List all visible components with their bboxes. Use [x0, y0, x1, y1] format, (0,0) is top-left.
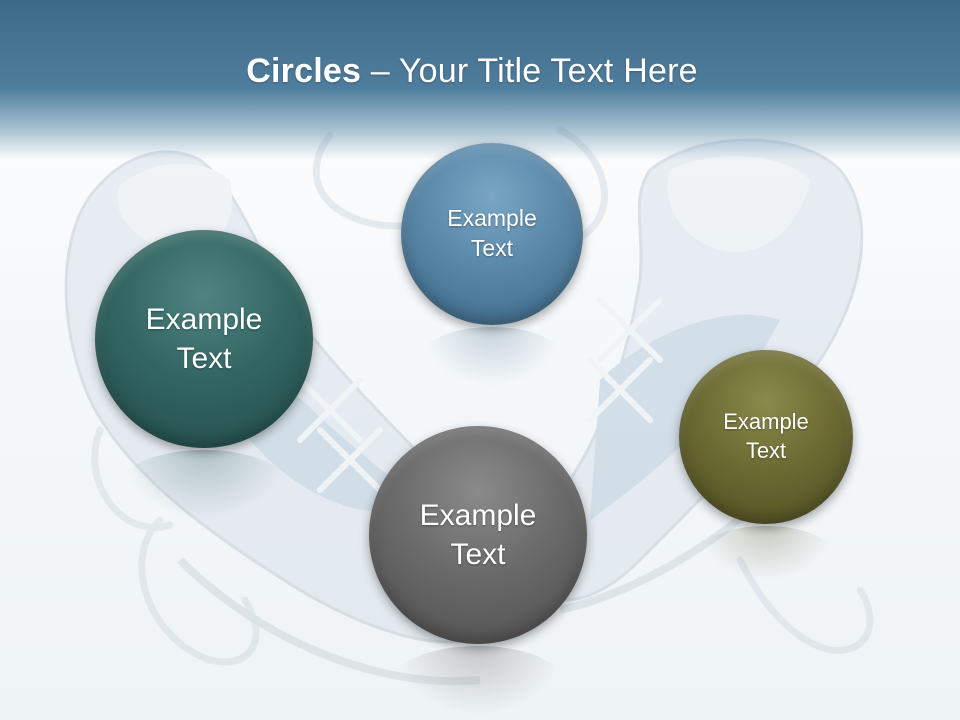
circle-blue[interactable]: Example Text — [401, 143, 583, 325]
circle-text-line1: Example — [723, 409, 809, 435]
circle-text-line2: Text — [745, 438, 787, 463]
circle-gray[interactable]: Example Text — [369, 426, 587, 644]
circle-text-line1: Example — [419, 499, 537, 532]
title-rest: – Your Title Text Here — [361, 52, 698, 90]
circle-text-line1: Example — [145, 303, 263, 336]
header-band — [0, 0, 960, 160]
circle-text-line1: Example — [447, 205, 537, 232]
circle-text-line2: Text — [470, 235, 514, 261]
slide-title: Circles – Your Title Text Here — [0, 52, 944, 91]
title-bold: Circles — [246, 52, 362, 90]
circle-olive[interactable]: Example Text — [679, 350, 853, 524]
circle-teal[interactable]: Example Text — [95, 230, 313, 448]
circle-text-line2: Text — [450, 538, 506, 571]
circle-text-line2: Text — [176, 342, 232, 375]
